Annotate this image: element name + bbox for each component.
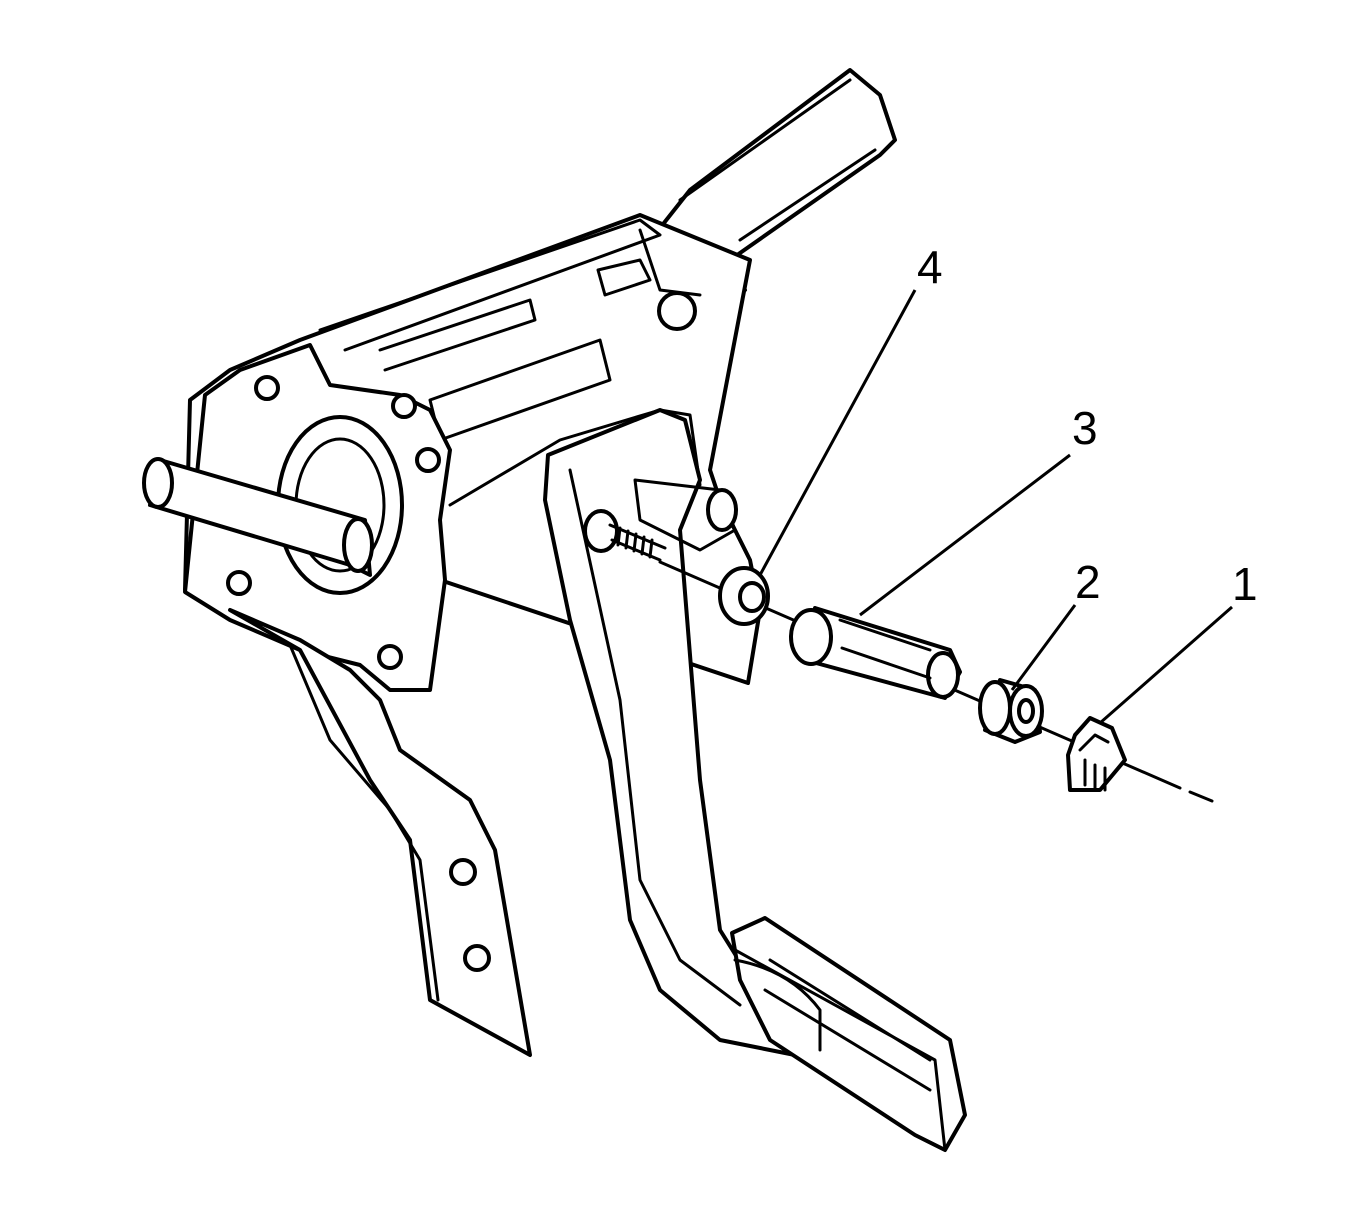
sleeve-3: [789, 606, 962, 700]
pedal-pad: [730, 916, 967, 1152]
callout-labels: 4 3 2 1: [917, 241, 1258, 610]
left-pedal-arm: [228, 608, 532, 1057]
callout-leaders: [758, 289, 1233, 725]
pivot-rod: [142, 457, 374, 577]
washer-4: [718, 566, 770, 626]
threaded-stud: [583, 509, 667, 562]
spacer-2: [978, 678, 1044, 744]
callout-4: 4: [917, 241, 943, 293]
callout-3: 3: [1072, 402, 1098, 454]
callout-2: 2: [1075, 556, 1101, 608]
callout-1: 1: [1232, 558, 1258, 610]
retaining-clip-1: [1066, 716, 1127, 792]
brake-pedal-arm: [543, 408, 832, 1062]
